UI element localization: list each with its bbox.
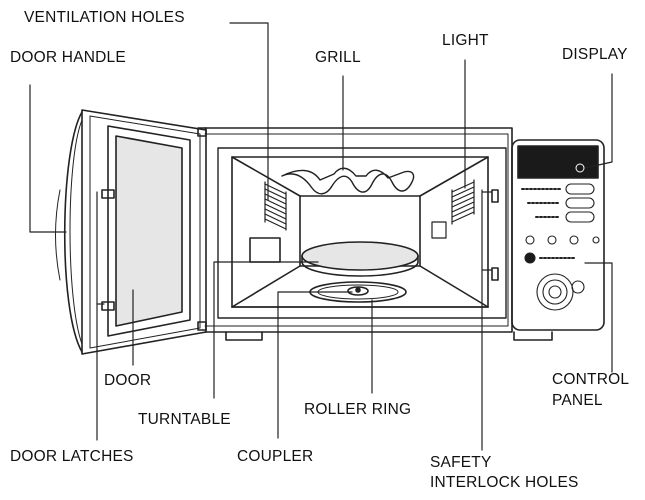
- waveguide-cover: [250, 238, 280, 262]
- open-door: [56, 110, 207, 354]
- label-control-panel-line1: CONTROL: [552, 370, 629, 390]
- label-roller-ring: ROLLER RING: [304, 400, 411, 420]
- label-door-latches: DOOR LATCHES: [10, 447, 134, 467]
- hinges: [198, 128, 206, 330]
- label-door-handle: DOOR HANDLE: [10, 48, 126, 68]
- control-panel: [512, 140, 604, 330]
- grill-element: [282, 168, 414, 194]
- light-vents: [432, 180, 474, 238]
- label-door: DOOR: [104, 371, 151, 391]
- label-grill: GRILL: [315, 48, 361, 68]
- label-turntable: TURNTABLE: [138, 410, 231, 430]
- label-safety-line2: INTERLOCK HOLES: [430, 473, 579, 493]
- microwave-body: [205, 128, 552, 340]
- safety-interlock-holes: [492, 190, 498, 280]
- label-coupler: COUPLER: [237, 447, 313, 467]
- label-ventilation-holes: VENTILATION HOLES: [24, 8, 185, 28]
- label-light: LIGHT: [442, 31, 489, 51]
- label-safety-line1: SAFETY: [430, 453, 492, 473]
- oven-cavity: [218, 148, 506, 318]
- label-control-panel-line2: PANEL: [552, 391, 603, 411]
- label-display: DISPLAY: [562, 45, 628, 65]
- turntable: [302, 242, 418, 276]
